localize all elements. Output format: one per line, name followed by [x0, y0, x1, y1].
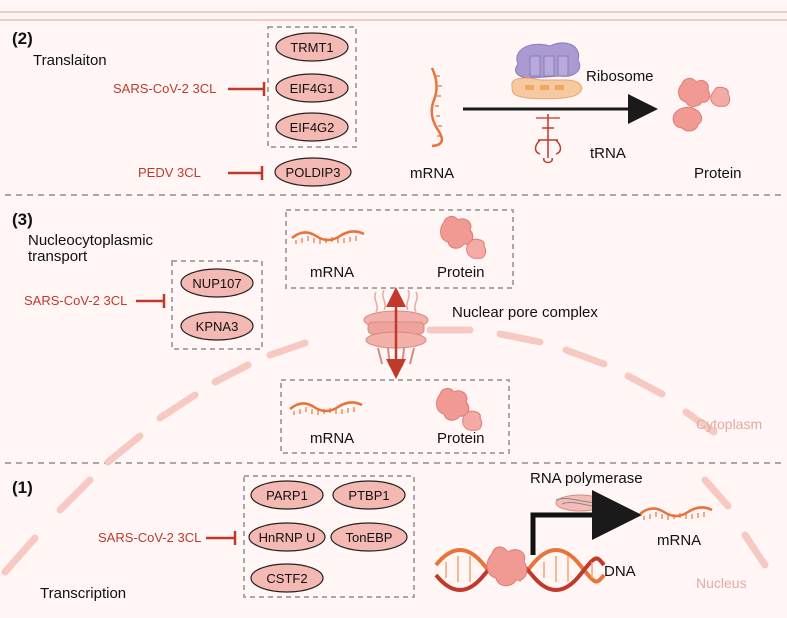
- rna-polymerase-label: RNA polymerase: [530, 470, 643, 487]
- mrna-label-transcription: mRNA: [657, 532, 701, 549]
- pill-tonebp: TonEBP: [330, 522, 408, 552]
- pill-label: POLDIP3: [286, 165, 341, 180]
- pill-label: EIF4G2: [290, 120, 335, 135]
- ribosome-icon: [511, 42, 582, 100]
- pill-label: HnRNP U: [259, 530, 316, 545]
- mrna-icon-upper: [291, 230, 365, 244]
- trna-icon: [534, 114, 562, 164]
- inhibition-bar-transport: [136, 294, 166, 308]
- trna-label: tRNA: [590, 145, 626, 162]
- inhibitor-sars-transcription: SARS-CoV-2 3CL: [98, 530, 201, 545]
- pill-hnrnp-u: HnRNP U: [248, 522, 326, 552]
- mrna-label-translation: mRNA: [410, 165, 454, 182]
- pill-eif4g2: EIF4G2: [275, 112, 349, 142]
- pill-cstf2: CSTF2: [250, 563, 324, 593]
- pill-label: EIF4G1: [290, 81, 335, 96]
- mrna-label-lower: mRNA: [310, 430, 354, 447]
- section-title-transcription: Transcription: [40, 585, 126, 602]
- pill-poldip3: POLDIP3: [274, 157, 352, 187]
- section-title-transport-2: transport: [28, 248, 88, 265]
- cargo-box-lower: [280, 379, 510, 454]
- nuclear-membrane: [1, 326, 769, 576]
- protein-icon-upper: [440, 215, 487, 259]
- pill-label: TonEBP: [346, 530, 393, 545]
- transcription-protein-box: [243, 475, 415, 598]
- transcription-factor-icon: [486, 546, 528, 587]
- cytoplasm-label: Cytoplasm: [696, 416, 762, 432]
- pill-label: TRMT1: [290, 40, 333, 55]
- pill-ptbp1: PTBP1: [332, 480, 406, 510]
- mrna-icon-lower: [289, 401, 363, 415]
- transport-protein-box: [171, 260, 263, 350]
- section-number-translation: (2): [12, 29, 33, 48]
- pill-kpna3: KPNA3: [180, 311, 254, 341]
- protein-label-translation: Protein: [694, 165, 742, 182]
- pill-label: CSTF2: [266, 571, 307, 586]
- ribosome-label: Ribosome: [586, 68, 654, 85]
- protein-icon-lower: [436, 387, 483, 431]
- nucleus-label: Nucleus: [696, 575, 747, 591]
- inhibition-bar-transcription: [206, 531, 237, 545]
- section-title-transport-1: Nucleocytoplasmic: [28, 232, 154, 249]
- inhibition-bar-pedv: [228, 166, 264, 180]
- pill-label: PARP1: [266, 488, 308, 503]
- pill-label: PTBP1: [348, 488, 389, 503]
- inhibition-bar-translation: [228, 82, 266, 96]
- protein-icon-translation: [672, 77, 731, 132]
- nuclear-pore-complex-icon: [363, 287, 429, 379]
- pill-nup107: NUP107: [180, 268, 254, 298]
- nuclear-pore-label: Nuclear pore complex: [452, 304, 598, 321]
- dna-label: DNA: [604, 563, 636, 580]
- section-number-transport: (3): [12, 210, 33, 229]
- inhibitor-pedv: PEDV 3CL: [138, 165, 201, 180]
- section-title-translation: Translaiton: [33, 52, 107, 69]
- transcription-arrow: [530, 490, 642, 555]
- protein-label-lower: Protein: [437, 430, 485, 447]
- mrna-label-upper: mRNA: [310, 264, 354, 281]
- inhibitor-sars-transport: SARS-CoV-2 3CL: [24, 293, 127, 308]
- rna-polymerase-icon: [555, 494, 613, 512]
- pill-label: NUP107: [192, 276, 241, 291]
- mrna-icon-transcription: [639, 506, 713, 520]
- pill-trmt1: TRMT1: [275, 32, 349, 62]
- mrna-icon-translation: [430, 67, 444, 148]
- section-number-transcription: (1): [12, 478, 33, 497]
- pill-eif4g1: EIF4G1: [275, 73, 349, 103]
- pill-parp1: PARP1: [250, 480, 324, 510]
- pill-label: KPNA3: [196, 319, 239, 334]
- translation-protein-box: [267, 26, 357, 148]
- inhibitor-sars-translation: SARS-CoV-2 3CL: [113, 81, 216, 96]
- protein-label-upper: Protein: [437, 264, 485, 281]
